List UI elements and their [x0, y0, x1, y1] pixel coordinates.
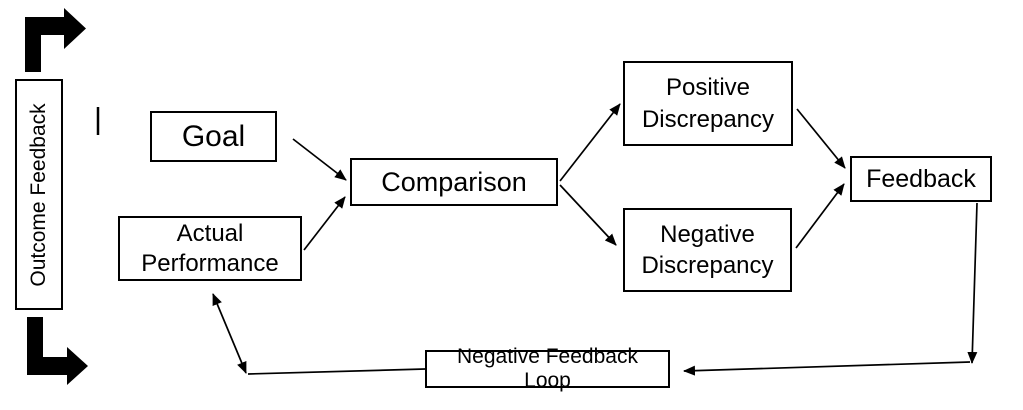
negative-feedback-loop-label: Negative Feedback Loop [457, 345, 638, 392]
negative-discrepancy-label: Negative Discrepancy [641, 220, 774, 279]
actual-performance-label: Actual Performance [141, 219, 279, 277]
edge-negative-feedback-loop-left-line [247, 368, 426, 375]
feedback-label: Feedback [866, 164, 976, 193]
goal-label: Goal [181, 119, 246, 153]
edge-comparison-to-negative-discrepancy [559, 184, 617, 246]
edge-loop-to-actual-performance-double-arrow [212, 293, 247, 374]
node-outcome-feedback: Outcome Feedback [15, 79, 63, 310]
node-negative-discrepancy: Negative Discrepancy [623, 208, 792, 292]
node-feedback: Feedback [850, 156, 992, 202]
edge-comparison-to-positive-discrepancy [559, 103, 621, 182]
edge-feedback-down [967, 202, 978, 364]
edge-actual-performance-to-comparison [303, 196, 346, 251]
edge-right-to-negative-feedback-loop [683, 361, 971, 376]
edge-positive-discrepancy-to-feedback [796, 108, 846, 169]
edge-negative-discrepancy-to-feedback [795, 183, 845, 249]
positive-discrepancy-label: Positive Discrepancy [641, 74, 775, 133]
outcome-feedback-label: Outcome Feedback [27, 102, 50, 287]
node-negative-feedback-loop: Negative Feedback Loop [425, 345, 670, 392]
node-actual-performance: Actual Performance [118, 216, 302, 281]
node-goal: Goal [150, 111, 277, 162]
comparison-label: Comparison [381, 166, 527, 197]
node-comparison: Comparison [350, 158, 558, 206]
bent-arrow-down-right-icon [27, 317, 88, 385]
edge-goal-to-comparison [292, 138, 347, 181]
bent-arrow-up-right-icon [25, 8, 86, 72]
node-positive-discrepancy: Positive Discrepancy [623, 61, 793, 146]
